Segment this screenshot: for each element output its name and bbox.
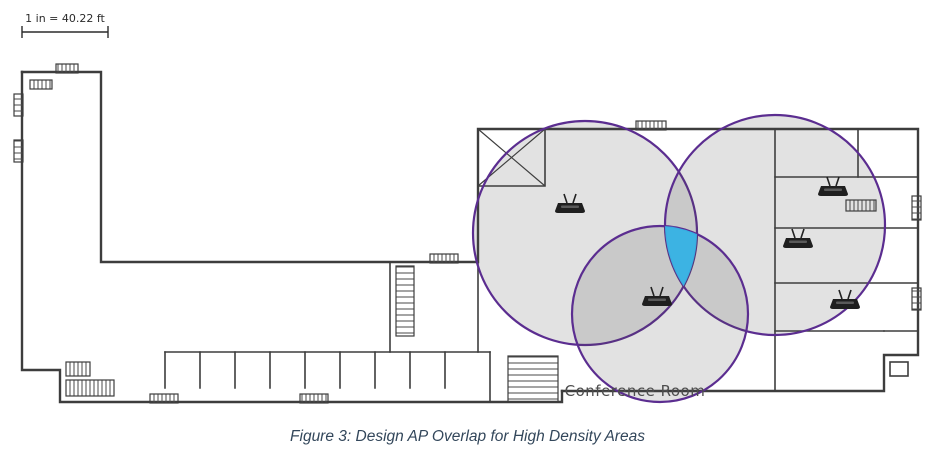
stairs-and-hatches <box>13 63 922 404</box>
stairs-block <box>507 355 559 403</box>
building-outer-walls <box>20 70 920 404</box>
coverage-circle-lower-center <box>570 224 750 404</box>
scale-indicator <box>21 26 109 38</box>
coverage-circles <box>471 113 887 404</box>
scale-label: 1 in = 40.22 ft <box>25 12 105 25</box>
conference-room-label: Conference Room <box>565 382 706 400</box>
coverage-circle-upper-right <box>663 113 887 337</box>
stairwell-block <box>395 265 415 337</box>
floor-plan: 1 in = 40.22 ft <box>13 12 922 404</box>
figure-caption: Figure 3: Design AP Overlap for High Den… <box>290 428 645 445</box>
